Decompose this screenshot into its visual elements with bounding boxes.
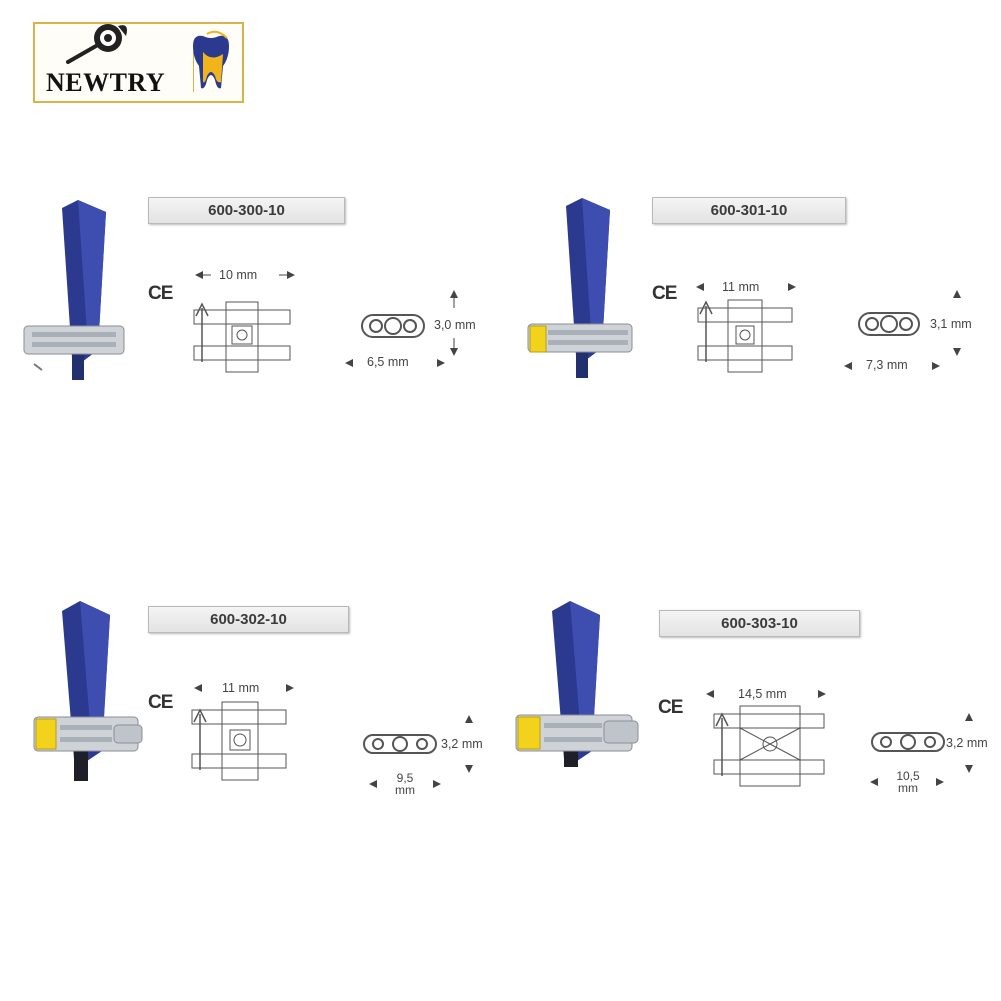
ce-mark: CE [658, 697, 683, 718]
height-dimension: 3,2 mm [946, 736, 988, 750]
height-dimension-arrows [953, 290, 961, 356]
width-dimension-arrows [195, 271, 295, 279]
length-unit: mm [395, 783, 415, 797]
screw-top-view-drawing [713, 705, 825, 787]
ce-mark: CE [652, 283, 677, 304]
tooth-logo-icon [193, 30, 229, 89]
product-code: 600-302-10 [210, 611, 287, 628]
expansion-screw-key-image [23, 200, 125, 380]
screw-top-view-drawing [697, 299, 793, 373]
length-value: 9,5 [396, 771, 414, 785]
screw-top-view-drawing [193, 301, 291, 373]
product-panel-3: 600-302-10 CE 11 mm 3,2 mm 9,5 mm [0, 595, 500, 895]
length-dimension: 6,5 mm [367, 355, 409, 369]
product-panel-2: 600-301-10 CE 11 mm 3,1 mm 7,3 mm [500, 190, 1000, 490]
length-dimension-arrows [870, 778, 944, 786]
product-panel-1: 600-300-10 CE 10 mm 3,0 mm 6,5 mm [0, 190, 500, 490]
width-dimension: 14,5 mm [738, 687, 787, 701]
height-dimension: 3,1 mm [930, 317, 972, 331]
product-code: 600-300-10 [208, 202, 285, 219]
product-code: 600-303-10 [721, 615, 798, 632]
expansion-screw-key-image [527, 198, 633, 378]
screw-side-view-drawing [858, 312, 920, 336]
width-dimension: 11 mm [222, 681, 260, 695]
product-code-label: 600-300-10 [148, 197, 345, 224]
product-code-label: 600-301-10 [652, 197, 846, 224]
width-dimension: 10 mm [219, 268, 258, 282]
ce-mark: CE [148, 283, 173, 304]
length-dimension: 9,5 mm [391, 772, 419, 796]
product-code-label: 600-303-10 [659, 610, 860, 637]
length-dimension-arrows [369, 780, 441, 788]
height-dimension-arrows [450, 290, 458, 356]
product-code-label: 600-302-10 [148, 606, 349, 633]
product-code: 600-301-10 [710, 202, 788, 219]
length-dimension: 10,5 mm [892, 770, 924, 794]
screw-side-view-drawing [361, 314, 425, 338]
height-dimension: 3,2 mm [441, 737, 483, 751]
length-unit: mm [898, 781, 918, 795]
brand-logo: NEWTRY [33, 22, 244, 103]
expansion-screw-key-image [515, 601, 639, 767]
screw-side-view-drawing [871, 732, 945, 752]
height-dimension: 3,0 mm [434, 318, 476, 332]
brand-name: NEWTRY [46, 68, 166, 97]
ce-mark: CE [148, 692, 173, 713]
length-value: 10,5 [896, 769, 920, 783]
magnifier-gear-icon [66, 24, 127, 64]
expansion-screw-key-image [33, 601, 143, 781]
screw-top-view-drawing [191, 701, 287, 781]
width-dimension: 11 mm [722, 280, 760, 294]
logo-divider [193, 52, 194, 92]
product-panel-4: 600-303-10 CE 14,5 mm 3,2 mm 10,5 mm [500, 595, 1000, 895]
length-dimension: 7,3 mm [866, 358, 908, 372]
screw-side-view-drawing [363, 734, 437, 754]
